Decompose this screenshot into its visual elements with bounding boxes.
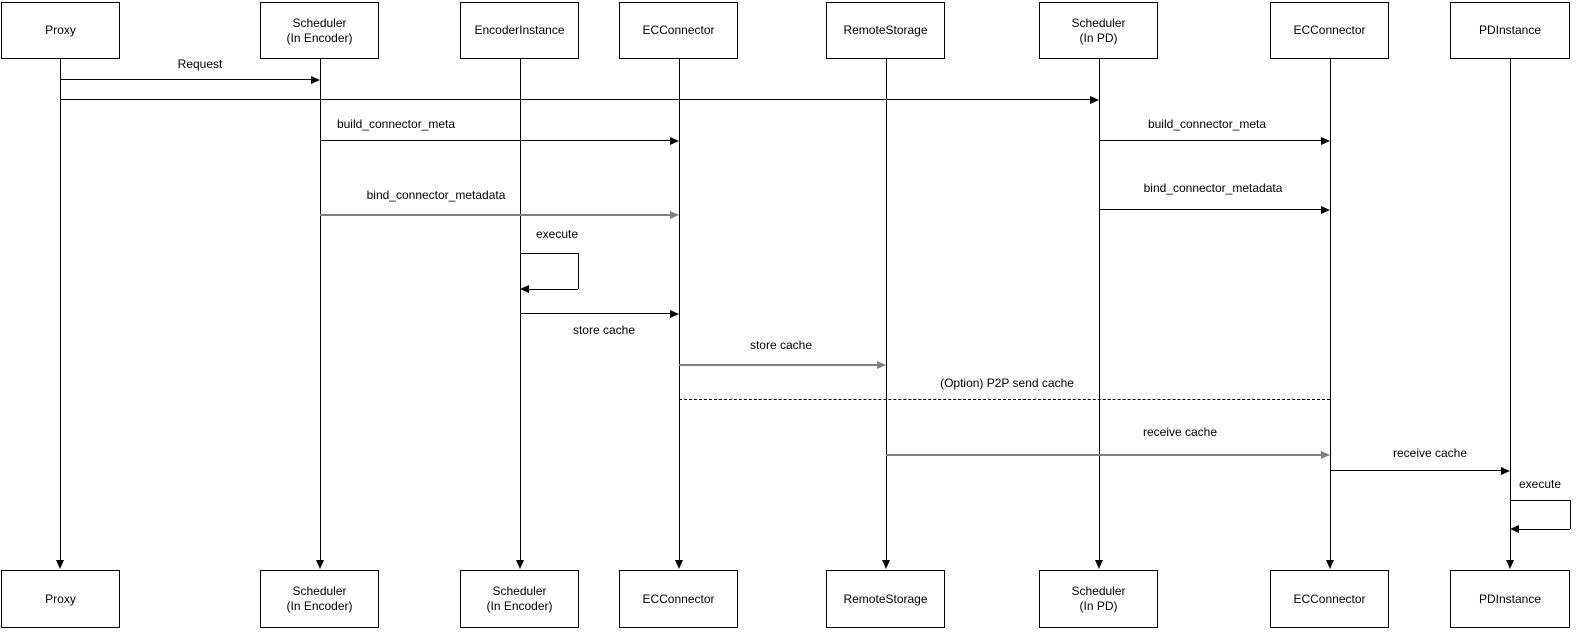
- actor-top-box-scheduler-pd: Scheduler (In PD): [1039, 2, 1158, 59]
- message-p2p-send-cache-line: [679, 399, 1330, 400]
- actor-bottom-box-pd-instance: PDInstance: [1450, 570, 1570, 628]
- lifeline-arrowhead-down-icon-encoder-instance: [516, 560, 524, 569]
- message-store-cache-remote-line: [679, 364, 878, 366]
- message-store-cache-encoder-arrowhead-right-icon: [670, 309, 679, 318]
- message-request-line: [60, 79, 312, 80]
- message-build-connector-meta-left-line: [320, 140, 671, 141]
- lifeline-encoder-instance: [520, 59, 521, 560]
- message-label-receive-cache-connector: receive cache: [1142, 425, 1218, 439]
- message-label-bind-connector-metadata-left: bind_connector_metadata: [366, 188, 506, 202]
- message-label-p2p-send-cache: (Option) P2P send cache: [940, 376, 1074, 390]
- message-build-connector-meta-left-arrowhead-right-icon: [670, 136, 679, 145]
- lifeline-arrowhead-down-icon-ec-connector-1: [675, 560, 683, 569]
- actor-bottom-box-ec-connector-2: ECConnector: [1270, 570, 1389, 628]
- lifeline-arrowhead-down-icon-scheduler-pd: [1095, 560, 1103, 569]
- message-execute-right-arrowhead-left-icon: [1510, 525, 1519, 533]
- message-store-cache-encoder-line: [520, 313, 671, 314]
- actor-top-box-encoder-instance: EncoderInstance: [460, 2, 579, 59]
- message-receive-cache-pd-line: [1330, 470, 1502, 471]
- message-bind-connector-metadata-right-arrowhead-right-icon: [1321, 205, 1330, 214]
- message-execute-right-loop-right: [1570, 500, 1571, 529]
- actor-bottom-box-proxy: Proxy: [1, 570, 120, 628]
- actor-top-box-ec-connector-1: ECConnector: [619, 2, 738, 59]
- message-execute-left-loop-right: [578, 253, 579, 289]
- message-execute-left-loop-top: [520, 253, 578, 254]
- message-forward-request-line: [60, 99, 1091, 100]
- message-request-arrowhead-right-icon: [311, 75, 320, 84]
- message-receive-cache-connector-line: [886, 454, 1322, 456]
- message-label-execute-right: execute: [1518, 477, 1562, 491]
- message-execute-right-loop-bottom: [1519, 529, 1570, 530]
- lifeline-arrowhead-down-icon-ec-connector-2: [1326, 560, 1334, 569]
- actor-bottom-box-scheduler-encoder: Scheduler (In Encoder): [260, 570, 379, 628]
- message-label-build-connector-meta-left: build_connector_meta: [336, 117, 456, 131]
- actor-bottom-box-ec-connector-1: ECConnector: [619, 570, 738, 628]
- message-forward-request-arrowhead-right-icon: [1090, 95, 1099, 104]
- actor-top-box-remote-storage: RemoteStorage: [826, 2, 945, 59]
- actor-top-box-scheduler-encoder: Scheduler (In Encoder): [260, 2, 379, 59]
- actor-bottom-box-encoder-instance: Scheduler (In Encoder): [460, 570, 579, 628]
- message-bind-connector-metadata-left-line: [320, 214, 671, 216]
- message-receive-cache-pd-arrowhead-right-icon: [1501, 466, 1510, 475]
- message-label-request: Request: [177, 57, 223, 71]
- lifeline-scheduler-pd: [1099, 59, 1100, 560]
- lifeline-arrowhead-down-icon-pd-instance: [1506, 560, 1514, 569]
- lifeline-ec-connector-2: [1330, 59, 1331, 560]
- message-label-execute-left: execute: [535, 227, 579, 241]
- message-bind-connector-metadata-right-line: [1099, 209, 1322, 210]
- lifeline-arrowhead-down-icon-proxy: [56, 560, 64, 569]
- message-receive-cache-connector-arrowhead-right-icon: [1321, 451, 1330, 459]
- message-label-build-connector-meta-right: build_connector_meta: [1147, 117, 1267, 131]
- lifeline-arrowhead-down-icon-remote-storage: [882, 560, 890, 569]
- message-build-connector-meta-right-line: [1099, 140, 1322, 141]
- lifeline-arrowhead-down-icon-scheduler-encoder: [316, 560, 324, 569]
- actor-bottom-box-scheduler-pd: Scheduler (In PD): [1039, 570, 1158, 628]
- message-execute-left-arrowhead-left-icon: [520, 285, 529, 293]
- actor-top-box-ec-connector-2: ECConnector: [1270, 2, 1389, 59]
- actor-top-box-proxy: Proxy: [1, 2, 120, 59]
- lifeline-pd-instance: [1510, 59, 1511, 560]
- message-label-bind-connector-metadata-right: bind_connector_metadata: [1143, 181, 1283, 195]
- message-execute-left-loop-bottom: [529, 289, 578, 290]
- actor-bottom-box-remote-storage: RemoteStorage: [826, 570, 945, 628]
- message-execute-right-loop-top: [1510, 500, 1570, 501]
- lifeline-scheduler-encoder: [320, 59, 321, 560]
- message-label-receive-cache-pd: receive cache: [1392, 446, 1468, 460]
- lifeline-ec-connector-1: [679, 59, 680, 560]
- message-build-connector-meta-right-arrowhead-right-icon: [1321, 136, 1330, 145]
- lifeline-proxy: [60, 59, 61, 560]
- message-bind-connector-metadata-left-arrowhead-right-icon: [670, 211, 679, 219]
- message-label-store-cache-remote: store cache: [749, 338, 813, 352]
- message-label-store-cache-encoder: store cache: [572, 323, 636, 337]
- lifeline-remote-storage: [886, 59, 887, 560]
- message-store-cache-remote-arrowhead-right-icon: [877, 361, 886, 369]
- actor-top-box-pd-instance: PDInstance: [1450, 2, 1570, 59]
